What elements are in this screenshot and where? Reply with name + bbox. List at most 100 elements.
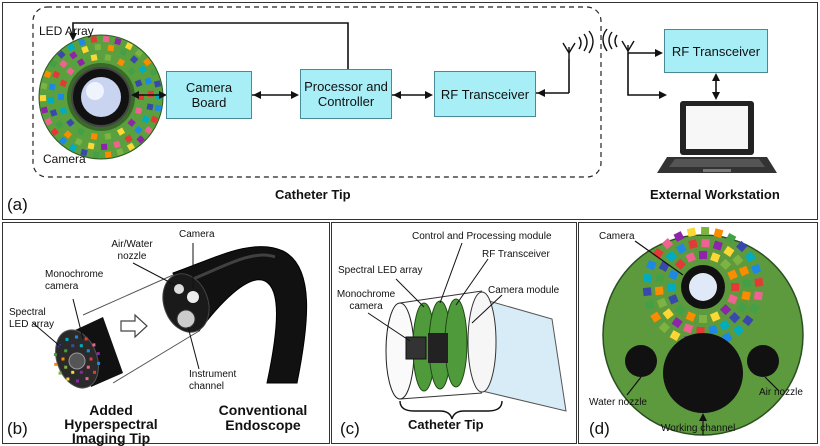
led-square	[701, 238, 710, 248]
led-square	[154, 104, 162, 112]
led-square	[673, 231, 685, 242]
led-square	[655, 273, 665, 283]
panel-c-drawing	[367, 242, 567, 420]
catheter-tip-label-c: Catheter Tip	[408, 417, 484, 432]
attach-arrow-icon	[120, 313, 148, 339]
led-square	[71, 344, 75, 348]
led-square	[86, 349, 90, 353]
monochrome-camera-label: Monochrome camera	[45, 269, 104, 292]
led-square	[44, 117, 53, 126]
led-square	[40, 82, 48, 90]
led-square	[141, 115, 150, 124]
panel-a-drawing	[32, 6, 777, 178]
led-square	[52, 70, 61, 79]
led-square	[57, 50, 66, 59]
camera-label-b: Camera	[179, 229, 215, 240]
catheter-tip-boundary	[32, 6, 602, 178]
led-square	[59, 59, 68, 69]
led-square	[742, 278, 752, 288]
led-square	[144, 77, 153, 85]
led-square	[116, 127, 126, 136]
processor-controller-box: Processor and Controller	[300, 69, 392, 119]
led-square	[78, 38, 86, 47]
led-square	[742, 314, 754, 327]
hyperspectral-led-array	[53, 335, 101, 383]
rf-transceiver-label-c: RF Transceiver	[482, 249, 550, 260]
led-square	[107, 44, 115, 52]
rf-transceiver-external-box: RF Transceiver	[664, 29, 768, 73]
led-square	[153, 80, 162, 88]
conventional-endoscope-label: Conventional Endoscope	[218, 402, 308, 433]
led-square	[652, 247, 664, 260]
led-square	[675, 243, 687, 255]
camera-label: Camera	[43, 152, 86, 166]
led-square	[674, 303, 687, 316]
led-square	[656, 297, 668, 309]
led-square	[719, 258, 732, 271]
camera-lens-d	[689, 273, 717, 301]
led-square	[646, 259, 657, 271]
led-square	[74, 137, 83, 146]
led-square	[741, 291, 751, 301]
panel-d: Camera Water nozzle Air nozzle Working c…	[578, 222, 818, 444]
led-square	[114, 37, 122, 46]
led-square	[701, 226, 710, 236]
led-square	[127, 67, 136, 76]
led-square	[138, 65, 147, 74]
led-square	[55, 120, 64, 129]
rf-transceiver-tip-box: RF Transceiver	[434, 71, 536, 117]
led-array-leds	[39, 36, 163, 159]
led-square	[668, 293, 679, 305]
led-square	[732, 254, 744, 266]
led-square	[738, 265, 750, 277]
led-square	[650, 311, 662, 323]
led-square	[750, 263, 762, 275]
led-square	[134, 106, 143, 115]
panel-d-tag: (d)	[589, 419, 610, 438]
external-workstation-title: External Workstation	[650, 187, 780, 202]
led-square	[59, 106, 68, 115]
panel-c: Control and Processing module RF Transce…	[331, 222, 577, 444]
led-square	[76, 127, 86, 136]
led-square	[79, 370, 83, 374]
antenna-external-icon	[602, 28, 635, 53]
led-square	[728, 312, 741, 324]
led-square	[146, 103, 154, 111]
led-square	[59, 79, 68, 88]
led-square	[64, 349, 68, 353]
working-channel-label: Working channel	[661, 423, 736, 434]
led-square	[85, 377, 89, 381]
led-square	[100, 143, 108, 151]
led-square	[90, 36, 98, 43]
led-square	[53, 353, 57, 357]
led-square	[713, 228, 724, 239]
catheter-tip-brace	[399, 400, 503, 420]
led-square	[744, 251, 756, 263]
led-square	[43, 70, 52, 79]
camera-label-d: Camera	[599, 231, 635, 242]
air-nozzle-label: Air nozzle	[759, 387, 803, 398]
led-square	[75, 335, 78, 339]
led-square	[116, 58, 126, 67]
led-square	[719, 319, 731, 331]
led-square	[66, 118, 75, 127]
led-square	[661, 238, 674, 250]
conventional-endoscope-body	[172, 246, 308, 384]
led-square	[97, 361, 101, 365]
spectral-led-label: Spectral LED array	[9, 307, 55, 330]
led-square	[84, 337, 88, 341]
led-square	[79, 344, 83, 348]
led-square	[61, 357, 65, 361]
led-square	[709, 311, 721, 322]
led-square	[685, 311, 697, 322]
panel-a-arrowheads	[69, 33, 720, 100]
instrument-channel-dot	[176, 309, 196, 329]
led-square	[736, 240, 748, 253]
led-square	[671, 317, 683, 329]
led-square	[658, 321, 670, 334]
led-square	[150, 115, 159, 124]
led-square	[93, 370, 96, 374]
led-square	[736, 302, 748, 313]
led-square	[665, 250, 678, 262]
instrument-channel-label: Instrument channel	[189, 369, 237, 392]
